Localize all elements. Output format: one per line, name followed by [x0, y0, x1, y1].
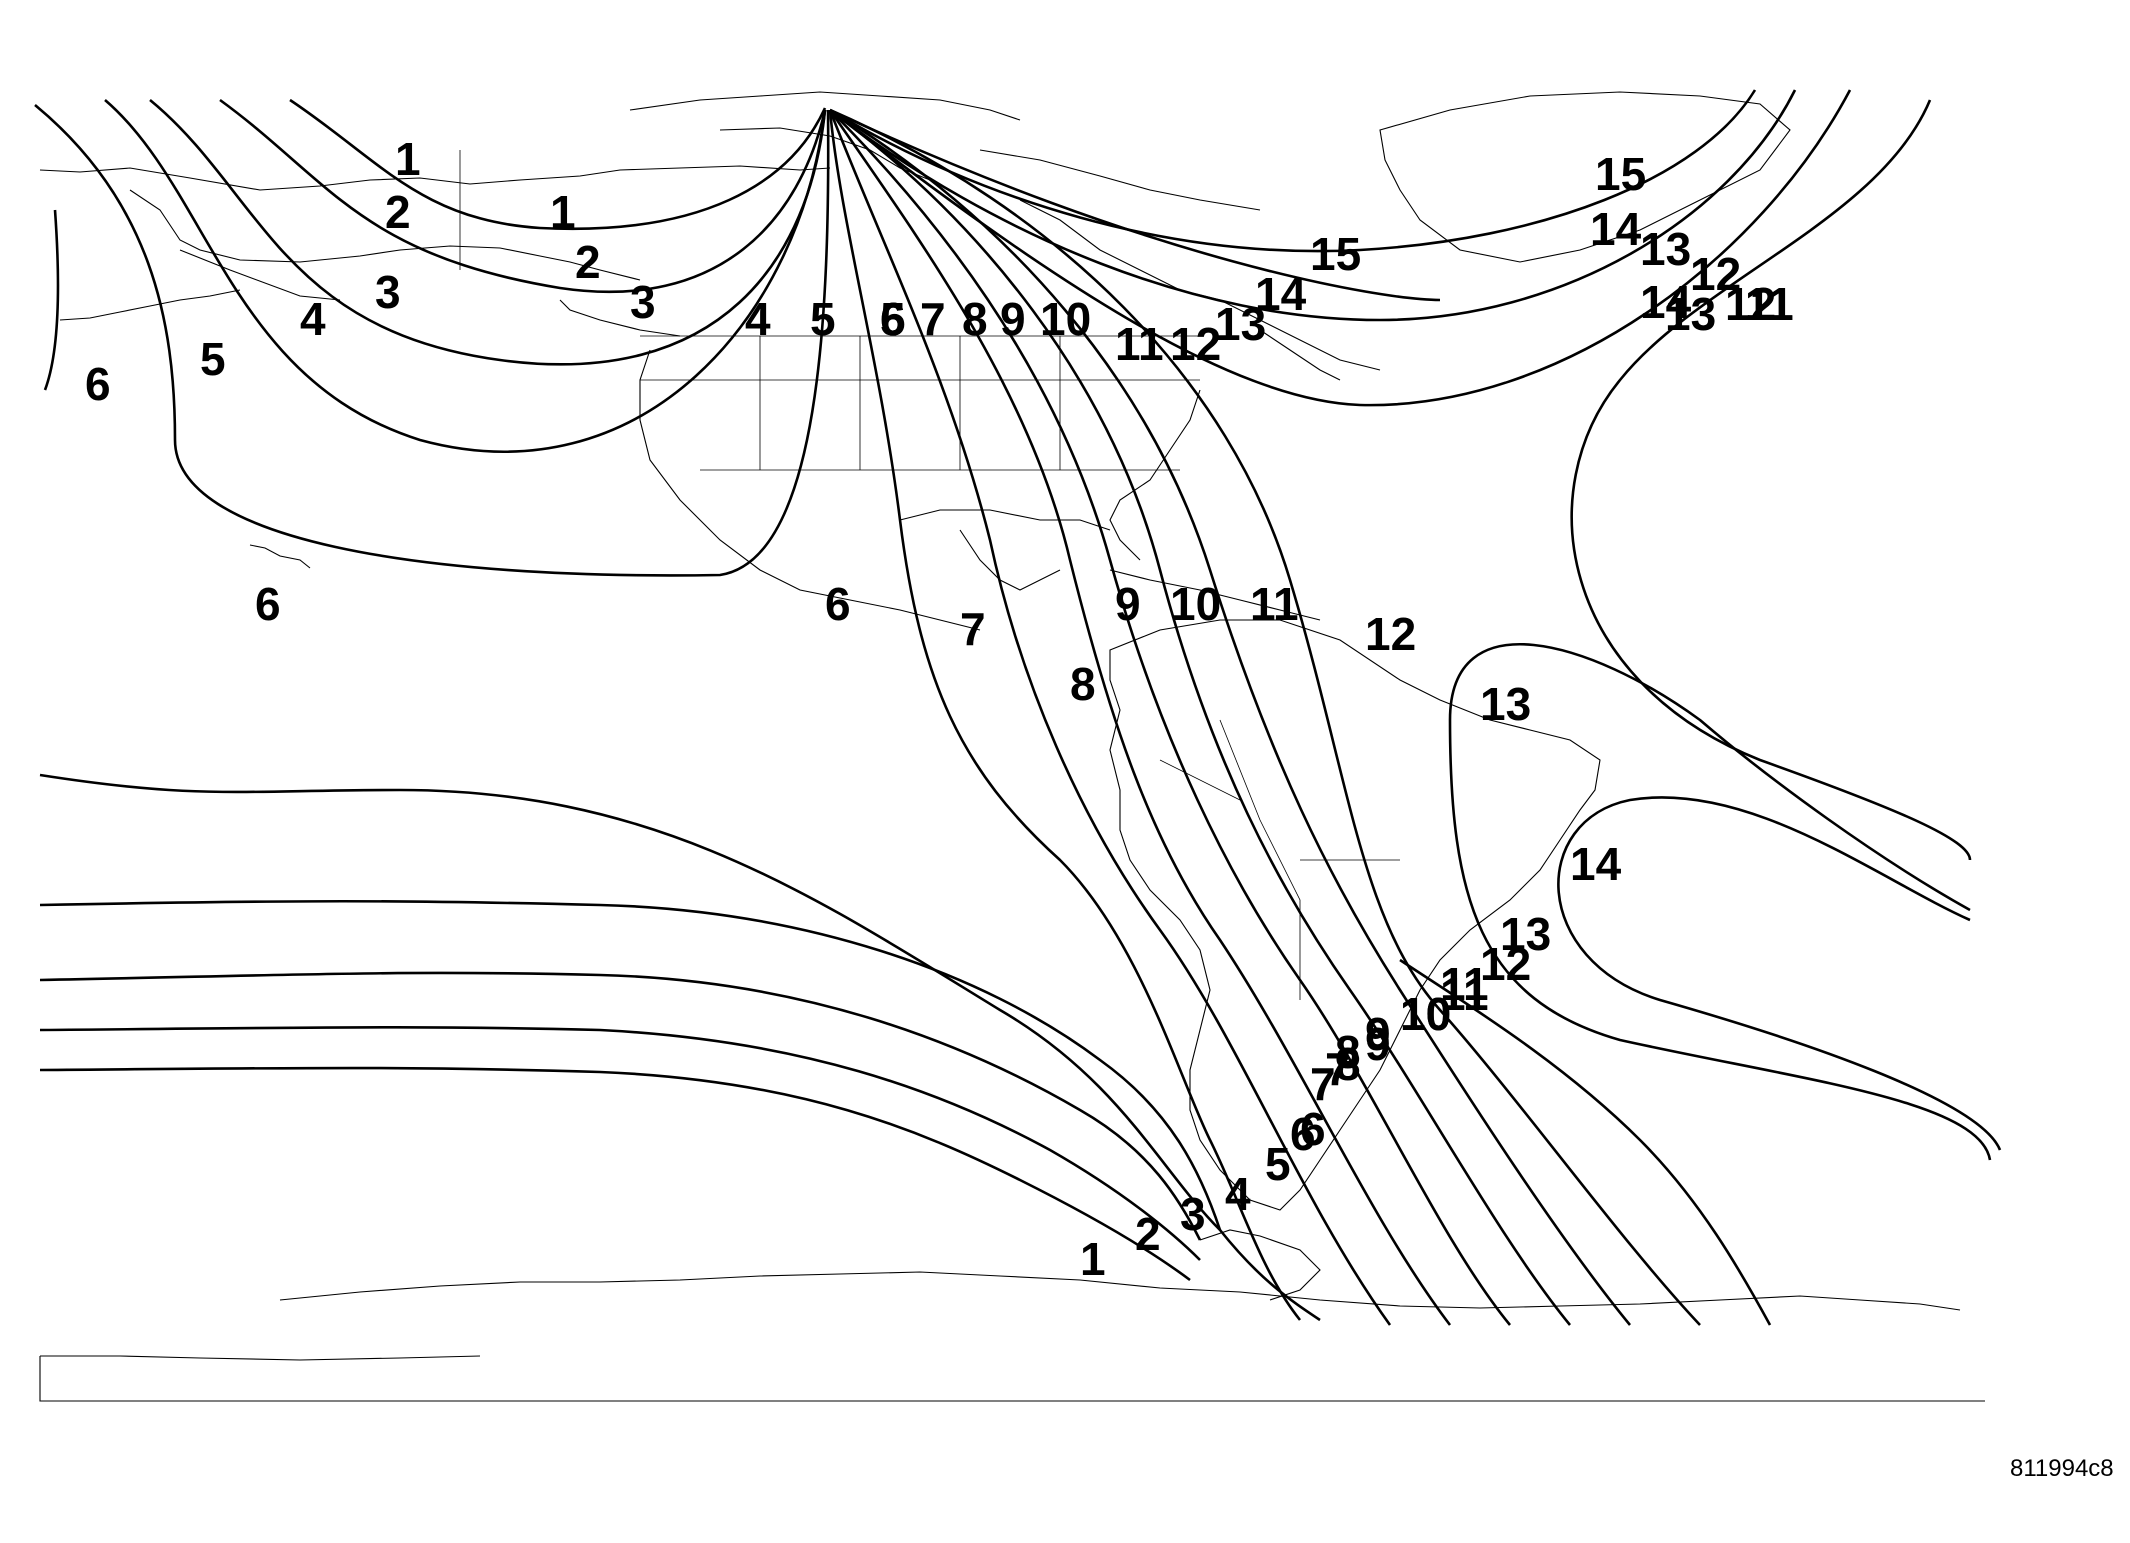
isoline-label: 13	[1640, 223, 1691, 275]
isoline-label: 2	[575, 236, 601, 288]
isoline-far-south-4	[39, 1025, 1201, 1261]
isoline-far-south-5	[39, 1066, 1191, 1282]
isoline-label: 6	[1290, 1108, 1316, 1160]
isoline-6-south	[828, 109, 1302, 1321]
isoline-label: 7	[960, 603, 986, 655]
isoline-label: 10	[1040, 293, 1091, 345]
isoline-label: 5	[810, 293, 836, 345]
isoline-label: 3	[375, 266, 401, 318]
isoline-label: 9	[1115, 578, 1141, 630]
isoline-label: 12	[1480, 938, 1531, 990]
isoline-label: 7	[920, 293, 946, 345]
isoline-9-south	[829, 109, 1512, 1326]
isoline-label: 11	[1115, 318, 1164, 370]
isoline-12-north	[1570, 99, 1972, 861]
isoline-far-south-3	[39, 971, 1202, 1241]
isoline-label: 1	[550, 186, 576, 238]
map-frame	[39, 1356, 1985, 1402]
isoline-label: 14	[1590, 203, 1642, 255]
isoline-label: 15	[1595, 148, 1646, 200]
isoline-label: 13	[1480, 678, 1531, 730]
isoline-label: 12	[1690, 248, 1741, 300]
isoline-label: 6	[825, 578, 851, 630]
isoline-label: 5	[1265, 1138, 1291, 1190]
isoline-13-north	[829, 89, 1852, 407]
isoline-label: 1	[1080, 1233, 1106, 1285]
isoline-label: 5	[200, 333, 226, 385]
isoline-label: 3	[1180, 1188, 1206, 1240]
isoline-label: 9	[1000, 293, 1026, 345]
isoline-label: 9	[1365, 1008, 1391, 1060]
isoline-label: 10	[1400, 988, 1451, 1040]
isoline-7-south	[828, 109, 1392, 1326]
isoline-label: 8	[1070, 658, 1096, 710]
isoline-5-north	[34, 103, 830, 577]
isoline-label: 6	[880, 293, 906, 345]
isoline-2-north	[219, 98, 827, 294]
isoline-6-west	[43, 209, 60, 391]
isoline-4-north	[104, 99, 827, 453]
isoline-label: 8	[1335, 1026, 1361, 1078]
isoline-label: 11	[1440, 968, 1489, 1020]
isoline-label: 12	[1725, 278, 1776, 330]
isoline-label: 7	[1310, 1058, 1336, 1110]
isoline-14-north	[829, 89, 1797, 322]
isoline-far-south-2	[39, 899, 1222, 1231]
isoline-label: 2	[1135, 1208, 1161, 1260]
isoline-10-south	[829, 108, 1572, 1326]
isoline-label: 2	[385, 186, 411, 238]
isoline-label: 10	[1400, 988, 1451, 1040]
isoline-3-north	[149, 98, 827, 366]
isoline-label: 6	[255, 578, 281, 630]
isoline-label: 13	[1500, 908, 1551, 960]
isoline-label: 9	[1365, 1018, 1391, 1070]
isoline-label: 11	[1745, 278, 1794, 330]
isoline-label: 6	[85, 358, 111, 410]
isoline-label: 4	[1225, 1168, 1251, 1220]
isoline-label: 10	[1170, 578, 1221, 630]
isoline-label: 13	[1215, 298, 1266, 350]
isoline-label: 7	[1325, 1043, 1351, 1095]
isoline-label: 14	[1255, 268, 1307, 320]
isoline-14-atlantic	[1557, 796, 2002, 1151]
isoline-label: 6	[1300, 1103, 1326, 1155]
isoline-label: 8	[1335, 1038, 1361, 1090]
isoline-label: 4	[745, 293, 771, 345]
isoline-label: 4	[300, 293, 326, 345]
isolines	[34, 89, 2002, 1326]
isoline-label: 14	[1570, 838, 1622, 890]
isoline-label: 15	[1310, 228, 1361, 280]
isoline-label: 14	[1640, 276, 1692, 328]
country-borders	[459, 150, 1400, 1000]
isoline-13-loop	[829, 108, 1772, 1326]
isoline-label: 8	[962, 293, 988, 345]
isoline-label: 11	[1250, 578, 1299, 630]
isoline-11-south	[829, 108, 1632, 1326]
figure-id: 811994c8	[2010, 1455, 2114, 1482]
coastlines	[39, 91, 1961, 1361]
isoline-label: 6	[880, 293, 906, 345]
isoline-1-north	[289, 98, 827, 231]
isoline-8-south	[828, 109, 1452, 1326]
isoline-label: 13	[1665, 288, 1716, 340]
isoline-label: 3	[630, 276, 656, 328]
isoline-label: 11	[1745, 278, 1794, 330]
isoline-label: 12	[1365, 608, 1416, 660]
isoline-label: 5	[880, 293, 906, 345]
isoline-13-atlantic	[1448, 643, 1992, 1161]
isoline-15-north	[829, 89, 1757, 253]
isoline-label: 11	[1440, 958, 1489, 1010]
isoline-label: 1	[395, 133, 421, 185]
isoline-label: 12	[1170, 318, 1221, 370]
isoline-12-south	[829, 108, 1701, 1326]
